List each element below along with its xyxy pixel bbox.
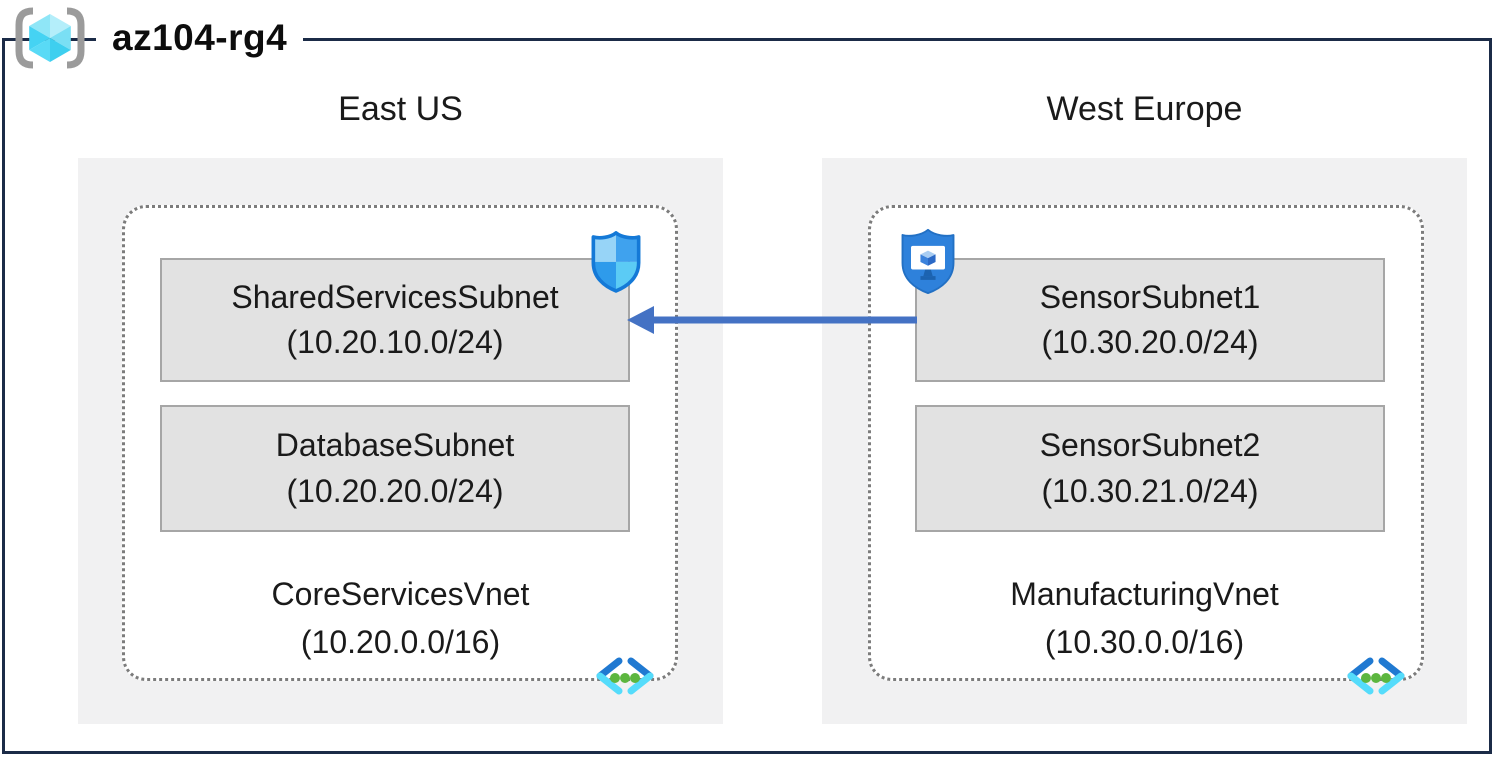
subnet-name: SensorSubnet1 <box>1039 278 1261 315</box>
region-title-west-europe: West Europe <box>1046 90 1243 128</box>
application-security-group-icon <box>901 228 955 295</box>
subnet-sensor1: SensorSubnet1 (10.30.20.0/24) <box>915 258 1385 382</box>
region-title-east-us: East US <box>338 90 463 128</box>
subnet-name: DatabaseSubnet <box>275 427 515 464</box>
subnet-sharedservices: SharedServicesSubnet (10.20.10.0/24) <box>160 258 630 382</box>
resource-group-icon <box>15 7 85 69</box>
vnet-label-coreservices: CoreServicesVnet (10.20.0.0/16) <box>78 570 723 666</box>
vnet-cidr: (10.20.0.0/16) <box>300 624 501 660</box>
virtual-network-icon <box>1347 657 1405 695</box>
vnet-name: CoreServicesVnet <box>271 576 530 612</box>
cube-facets <box>29 14 71 62</box>
virtual-network-icon <box>596 657 654 695</box>
subnet-database: DatabaseSubnet (10.20.20.0/24) <box>160 405 630 532</box>
vnet-label-manufacturing: ManufacturingVnet (10.30.0.0/16) <box>822 570 1467 666</box>
vnet-cidr: (10.30.0.0/16) <box>1044 624 1245 660</box>
resource-group-frame <box>2 38 1492 754</box>
subnet-cidr: (10.20.10.0/24) <box>286 324 504 360</box>
cube-on-screen <box>920 250 936 266</box>
subnet-cidr: (10.30.20.0/24) <box>1041 324 1259 360</box>
peering-arrow <box>627 306 917 334</box>
subnet-sensor2: SensorSubnet2 (10.30.21.0/24) <box>915 405 1385 532</box>
subnet-cidr: (10.20.20.0/24) <box>286 472 504 509</box>
subnet-cidr: (10.30.21.0/24) <box>1041 472 1259 509</box>
resource-group-title: az104-rg4 <box>112 17 288 58</box>
subnet-name: SensorSubnet2 <box>1039 427 1261 464</box>
subnet-name: SharedServicesSubnet <box>231 278 559 315</box>
network-security-group-icon <box>591 231 641 293</box>
vnet-name: ManufacturingVnet <box>1010 576 1279 612</box>
resource-group-title-group: az104-rg4 <box>96 12 304 64</box>
